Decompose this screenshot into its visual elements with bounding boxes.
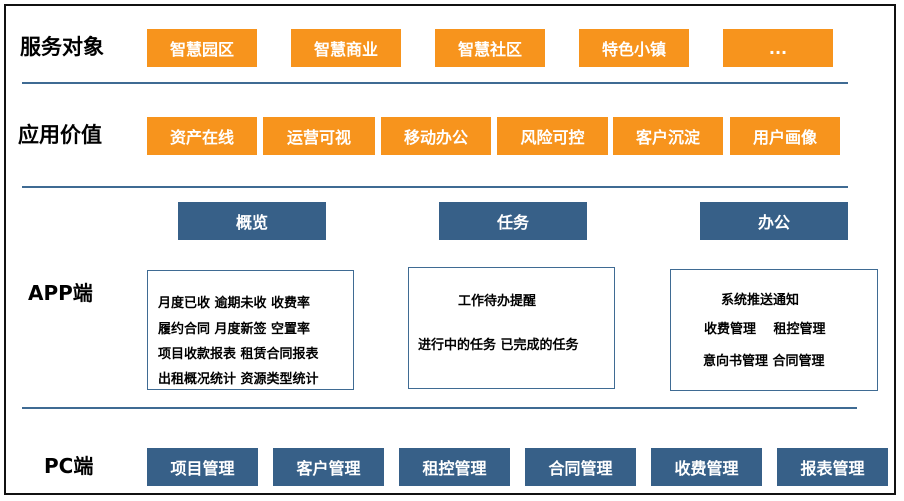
divider-1 xyxy=(22,82,848,84)
overview-line-4: 出租概况统计 资源类型统计 xyxy=(158,372,319,387)
service-target-more: ... xyxy=(723,29,833,67)
office-line-1: 系统推送通知 xyxy=(721,293,800,308)
value-customer-retention: 客户沉淀 xyxy=(613,117,723,155)
service-target-smart-community: 智慧社区 xyxy=(435,29,545,67)
pc-project-management: 项目管理 xyxy=(147,448,258,486)
app-module-tasks-header: 任务 xyxy=(439,202,587,240)
service-target-smart-commerce: 智慧商业 xyxy=(291,29,401,67)
value-risk-control: 风险可控 xyxy=(497,117,608,155)
overview-line-1: 月度已收 逾期未收 收费率 xyxy=(158,296,311,311)
value-user-profile: 用户画像 xyxy=(730,117,840,155)
value-operation-visible: 运营可视 xyxy=(263,117,375,155)
divider-2 xyxy=(22,186,848,188)
value-asset-online: 资产在线 xyxy=(147,117,257,155)
diagram-frame xyxy=(4,4,896,495)
tasks-line-1: 工作待办提醒 xyxy=(458,294,537,309)
office-line-2: 收费管理 租控管理 xyxy=(704,322,826,337)
application-value-label: 应用价值 xyxy=(18,123,102,147)
pc-customer-management: 客户管理 xyxy=(273,448,384,486)
value-mobile-office: 移动办公 xyxy=(381,117,491,155)
service-target-smart-park: 智慧园区 xyxy=(147,29,257,67)
app-module-overview-header: 概览 xyxy=(178,202,326,240)
pc-label: PC端 xyxy=(44,454,94,478)
divider-3 xyxy=(22,407,857,409)
app-module-office-panel: 系统推送通知 收费管理 租控管理 意向书管理 合同管理 xyxy=(670,269,878,391)
office-line-3: 意向书管理 合同管理 xyxy=(703,354,825,369)
service-target-featured-town: 特色小镇 xyxy=(579,29,689,67)
pc-lease-control-management: 租控管理 xyxy=(399,448,510,486)
pc-billing-management: 收费管理 xyxy=(651,448,762,486)
app-module-office-header: 办公 xyxy=(700,202,848,240)
app-label: APP端 xyxy=(28,281,93,305)
app-module-overview-panel: 月度已收 逾期未收 收费率 履约合同 月度新签 空置率 项目收款报表 租赁合同报… xyxy=(147,270,354,390)
tasks-line-2: 进行中的任务 已完成的任务 xyxy=(418,338,579,353)
overview-line-2: 履约合同 月度新签 空置率 xyxy=(158,322,311,337)
pc-contract-management: 合同管理 xyxy=(525,448,636,486)
pc-report-management: 报表管理 xyxy=(777,448,888,486)
overview-line-3: 项目收款报表 租赁合同报表 xyxy=(158,347,319,362)
service-targets-label: 服务对象 xyxy=(20,35,104,59)
app-module-tasks-panel: 工作待办提醒 进行中的任务 已完成的任务 xyxy=(408,267,615,389)
